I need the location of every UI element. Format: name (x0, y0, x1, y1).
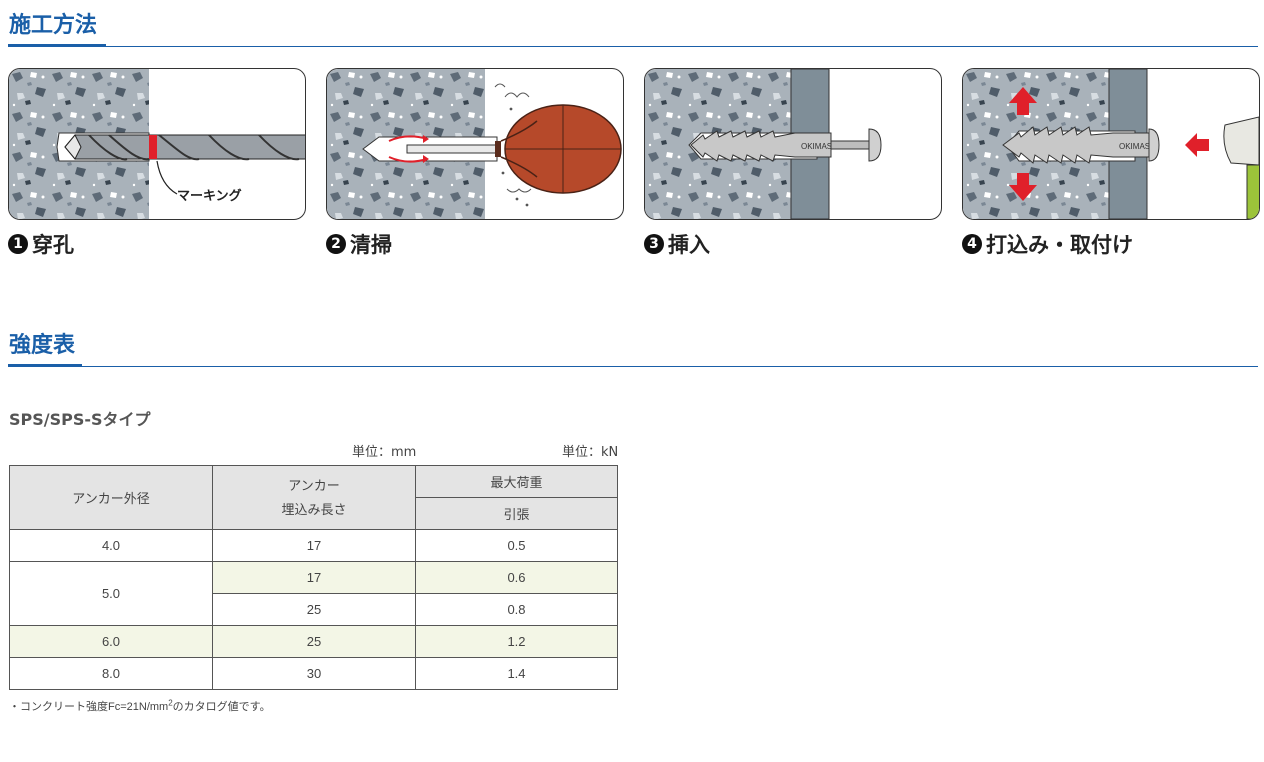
footnote: ・コンクリート強度Fc=21N/mm2のカタログ値です。 (9, 698, 271, 714)
cell-tension: 0.5 (415, 529, 618, 562)
table-row: 8.0 30 1.4 (9, 657, 618, 690)
section-title-method: 施工方法 (9, 13, 98, 38)
section-title-strength: 強度表 (9, 333, 76, 358)
header-anchor-diameter: アンカー外径 (9, 465, 213, 530)
step-2-label: 清掃 (350, 233, 392, 257)
table-row: 5.0 17 0.6 (9, 561, 618, 626)
step-4-illustration: OKIMASE (962, 68, 1260, 220)
table-subtitle: SPS/SPS-Sタイプ (9, 410, 151, 429)
step-number-badge: 4 (962, 234, 982, 254)
step-3-caption: 3 挿入 (644, 229, 710, 259)
table-row: 6.0 25 1.2 (9, 625, 618, 658)
header-tension: 引張 (415, 497, 618, 530)
cell-depth: 25 (212, 593, 416, 626)
header-max-load: 最大荷重 (415, 465, 618, 498)
footnote-suffix: のカタログ値です。 (172, 701, 271, 713)
cell-diameter: 6.0 (9, 625, 213, 658)
cell-tension: 0.6 (415, 561, 618, 594)
marking-band (149, 135, 157, 159)
cell-tension: 1.4 (415, 657, 618, 690)
step-1-illustration: マーキング (8, 68, 306, 220)
cell-depth: 25 (212, 625, 416, 658)
step-2-illustration (326, 68, 624, 220)
step-3-illustration: OKIMASE (644, 68, 942, 220)
section-divider (8, 364, 1258, 367)
unit-kn: 単位：kN (562, 445, 619, 460)
unit-mm: 単位：mm (352, 445, 417, 460)
cell-tension: 1.2 (415, 625, 618, 658)
step-1-caption: 1 穿孔 (8, 229, 74, 259)
step-number-badge: 3 (644, 234, 664, 254)
cell-depth: 17 (212, 529, 416, 562)
anchor-brand-mark: OKIMASE (1119, 142, 1155, 151)
table-row: 25 0.8 (10, 593, 618, 626)
anchor-brand-mark: OKIMASE (801, 142, 837, 151)
footnote-superscript: 2 (168, 698, 173, 708)
header-embed-depth-line1: アンカー (288, 477, 340, 493)
cell-depth: 30 (212, 657, 416, 690)
cell-tension: 0.8 (415, 593, 618, 626)
step-1-label: 穿孔 (32, 233, 74, 257)
cell-depth: 17 (212, 561, 416, 594)
header-embed-depth-line2: 埋込み長さ (281, 501, 347, 517)
marking-label: マーキング (177, 188, 242, 203)
cell-diameter: 5.0 (9, 561, 213, 626)
header-embed-depth: アンカー 埋込み長さ (212, 465, 416, 530)
cell-diameter: 4.0 (9, 529, 213, 562)
footnote-prefix: ・コンクリート強度Fc=21N/mm (9, 701, 169, 713)
step-3-label: 挿入 (668, 233, 710, 257)
step-2-caption: 2 清掃 (326, 229, 392, 259)
step-4-caption: 4 打込み・取付け (962, 229, 1133, 259)
section-divider (8, 44, 1258, 47)
strength-table: アンカー外径 アンカー 埋込み長さ 最大荷重 引張 4.0 17 0.5 5.0… (9, 465, 618, 690)
step-number-badge: 2 (326, 234, 346, 254)
cell-diameter: 8.0 (9, 657, 213, 690)
table-row: 4.0 17 0.5 (9, 529, 618, 562)
step-number-badge: 1 (8, 234, 28, 254)
step-4-label: 打込み・取付け (986, 233, 1133, 257)
